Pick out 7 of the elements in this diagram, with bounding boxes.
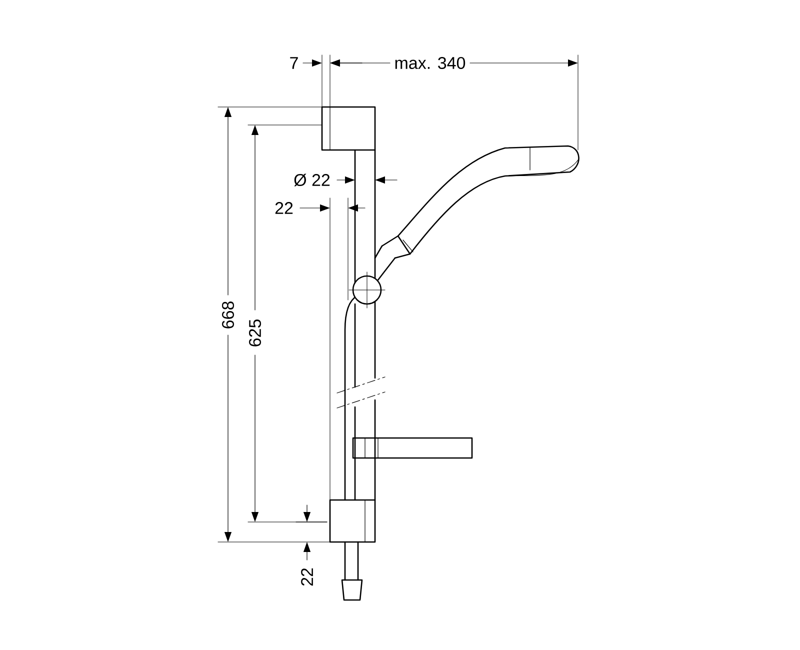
dimension-label: 7	[290, 57, 298, 69]
dimension-label: 22	[275, 202, 293, 214]
dimension-label: Ø 22	[294, 174, 330, 186]
dimension-label: 22	[301, 568, 313, 586]
dimension-label: max. 340	[395, 56, 466, 70]
dimension-label: 668	[222, 302, 234, 328]
dimension-label: 625	[248, 320, 262, 346]
